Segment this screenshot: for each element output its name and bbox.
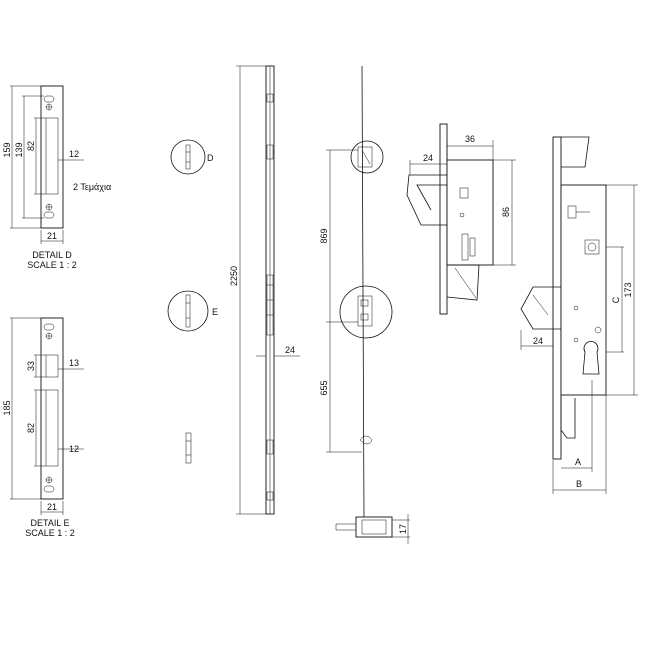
main-lock-backset-a: A [575, 457, 581, 467]
main-lock-overall-b: B [576, 479, 582, 489]
detail-d-slot-height: 82 [26, 141, 36, 151]
bolt-thickness: 17 [398, 524, 408, 534]
main-lock-center: C [611, 296, 621, 303]
detail-d-strike-plate [10, 85, 84, 244]
detail-d-quantity-note: 2 Τεμάχια [73, 182, 111, 192]
rod-width: 24 [285, 345, 295, 355]
detail-d-marker: D [207, 153, 214, 163]
detail-d-caption-scale: SCALE 1 : 2 [27, 260, 77, 270]
small-keeper-part [185, 432, 192, 464]
detail-e-upper-offset: 13 [69, 358, 79, 368]
detail-e-lower-slot: 82 [26, 423, 36, 433]
detail-d-total-height: 159 [2, 142, 12, 157]
top-case-height: 86 [501, 207, 511, 217]
detail-e-lower-offset: 12 [69, 444, 79, 454]
main-lock-body [520, 136, 638, 494]
detail-d-width: 21 [47, 231, 57, 241]
top-case-faceplate-offset: 24 [423, 153, 433, 163]
detail-e-strike-plate [10, 317, 84, 515]
detail-e-caption-scale: SCALE 1 : 2 [25, 528, 75, 538]
detail-d-upper-height: 139 [14, 142, 24, 157]
detail-e-marker: E [212, 307, 218, 317]
detail-e-caption-title: DETAIL E [30, 518, 69, 528]
side-upper-distance: 869 [319, 228, 329, 243]
side-lower-distance: 655 [319, 380, 329, 395]
main-lock-height: 173 [623, 282, 633, 297]
detail-e-upper-slot: 33 [26, 361, 36, 371]
main-lock-latch-projection: 24 [533, 336, 543, 346]
rod-length: 2250 [229, 266, 239, 286]
detail-e-callout [167, 290, 209, 332]
detail-d-slot-offset: 12 [69, 149, 79, 159]
top-case-width: 36 [465, 134, 475, 144]
rod-front-view [236, 65, 300, 515]
detail-e-total-height: 185 [2, 400, 12, 415]
top-case-lock [406, 123, 516, 315]
detail-d-callout [170, 139, 206, 175]
detail-d-caption-title: DETAIL D [32, 250, 72, 260]
rod-side-view [326, 65, 410, 544]
detail-e-width: 21 [47, 502, 57, 512]
